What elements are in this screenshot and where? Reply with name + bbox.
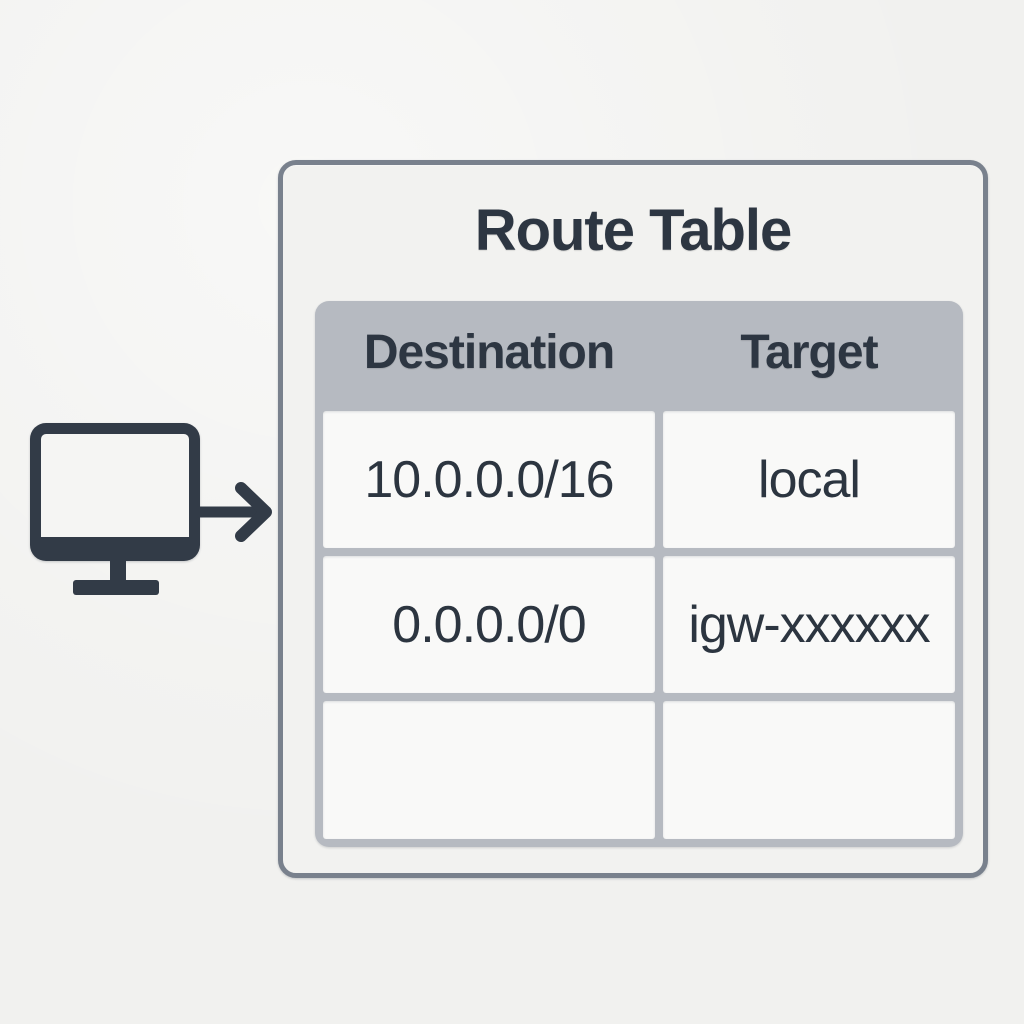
cell-row2-target: igw-xxxxxx [663, 556, 955, 693]
monitor-screen [30, 423, 200, 561]
column-header-target: Target [740, 325, 878, 379]
cell-row1-target: local [663, 411, 955, 548]
arrow-right-icon [197, 482, 272, 542]
column-header-destination: Destination [363, 325, 615, 379]
cell-row3-target [663, 701, 955, 839]
route-table: Destination Target 10.0.0.0/16 local 0.0… [315, 301, 963, 847]
monitor-stand-base [73, 580, 159, 595]
cell-row2-destination: 0.0.0.0/0 [323, 556, 655, 693]
diagram-title: Route Table [474, 198, 793, 263]
monitor-stand-neck [110, 559, 126, 584]
cell-row3-destination [323, 701, 655, 839]
cell-row1-destination: 10.0.0.0/16 [323, 411, 655, 548]
route-table-box: Route Table Destination Target 10.0.0.0/… [278, 160, 988, 878]
